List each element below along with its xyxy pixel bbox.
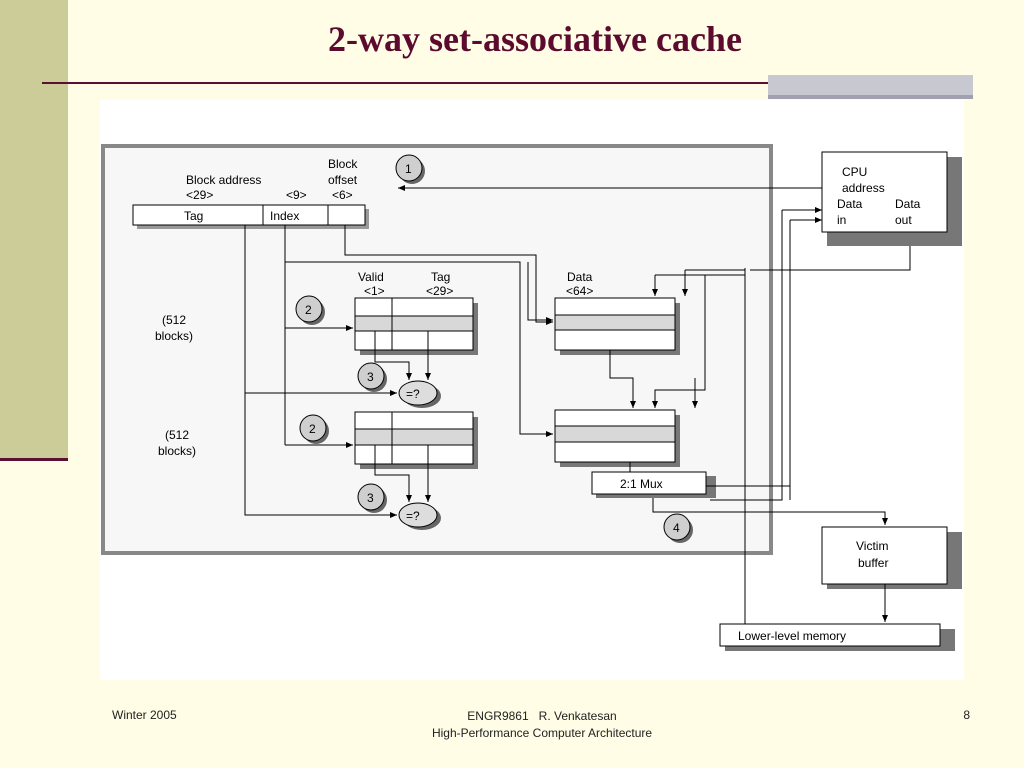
block-offset-label-1: Block [328, 157, 358, 171]
cpu-data-out-label-2: out [895, 213, 912, 227]
footer-course-title: High-Performance Computer Architecture [431, 726, 653, 740]
blocks-1-label-1: (512 [162, 313, 186, 327]
blocks-1-label-2: blocks) [155, 329, 193, 343]
mux-label: 2:1 Mux [620, 477, 663, 491]
slide-side-bar [0, 0, 68, 458]
cpu-data-in-label-1: Data [837, 197, 863, 211]
victim-buffer [821, 526, 948, 585]
lower-memory-label: Lower-level memory [738, 629, 846, 643]
title-rule [42, 82, 842, 84]
index-bits: <9> [286, 188, 307, 202]
cpu-address-label: address [842, 181, 885, 195]
footer-center: ENGR9861 R. Venkatesan High-Performance … [392, 708, 692, 742]
data-bits: <64> [566, 284, 593, 298]
step-1-badge [395, 154, 423, 182]
page-number: 8 [963, 708, 970, 722]
slide-side-line [0, 458, 68, 461]
step-3a-badge [357, 362, 385, 390]
step-3b-badge [357, 483, 385, 511]
slide-title: 2-way set-associative cache [328, 19, 742, 59]
block-offset-label-2: offset [328, 173, 358, 187]
comparator-1 [398, 380, 438, 406]
step-3a-label: 3 [367, 370, 374, 384]
title-rule-accent [768, 75, 973, 99]
tag-label: Tag [431, 270, 450, 284]
cpu-label: CPU [842, 165, 867, 179]
step-2a-label: 2 [305, 303, 312, 317]
step-2a-badge [295, 295, 323, 323]
victim-buffer-label-1: Victim [856, 539, 888, 553]
data-label: Data [567, 270, 593, 284]
comparator-1-label: =? [406, 387, 420, 401]
address-register [132, 204, 366, 226]
block-address-bits: <29> [186, 188, 213, 202]
tag-field: Tag [184, 209, 203, 223]
cpu-data-in-label-2: in [837, 213, 846, 227]
valid-bits: <1> [364, 284, 385, 298]
step-2b-badge [299, 414, 327, 442]
blocks-2-label-2: blocks) [158, 444, 196, 458]
block-address-label: Block address [186, 173, 261, 187]
lower-level-memory [719, 623, 941, 647]
blocks-2-label-1: (512 [165, 428, 189, 442]
victim-buffer-label-2: buffer [858, 556, 888, 570]
footer-date: Winter 2005 [112, 708, 177, 722]
step-1-label: 1 [405, 162, 412, 176]
cache-diagram: Block address <29> <9> Block offset <6> … [101, 144, 962, 651]
valid-label: Valid [358, 270, 384, 284]
footer-course: ENGR9861 R. Venkatesan [467, 709, 617, 723]
cpu-data-out-label-1: Data [895, 197, 921, 211]
cpu-box [821, 151, 948, 233]
step-2b-label: 2 [309, 422, 316, 436]
cache-figure: Block address <29> <9> Block offset <6> … [100, 100, 964, 680]
tag-bits: <29> [426, 284, 453, 298]
comparator-2 [398, 502, 438, 528]
index-field: Index [270, 209, 299, 223]
step-3b-label: 3 [367, 491, 374, 505]
mux-box [591, 471, 707, 495]
step-4-badge [663, 513, 691, 541]
comparator-2-label: =? [406, 509, 420, 523]
block-offset-bits: <6> [332, 188, 353, 202]
step-4-label: 4 [673, 521, 680, 535]
